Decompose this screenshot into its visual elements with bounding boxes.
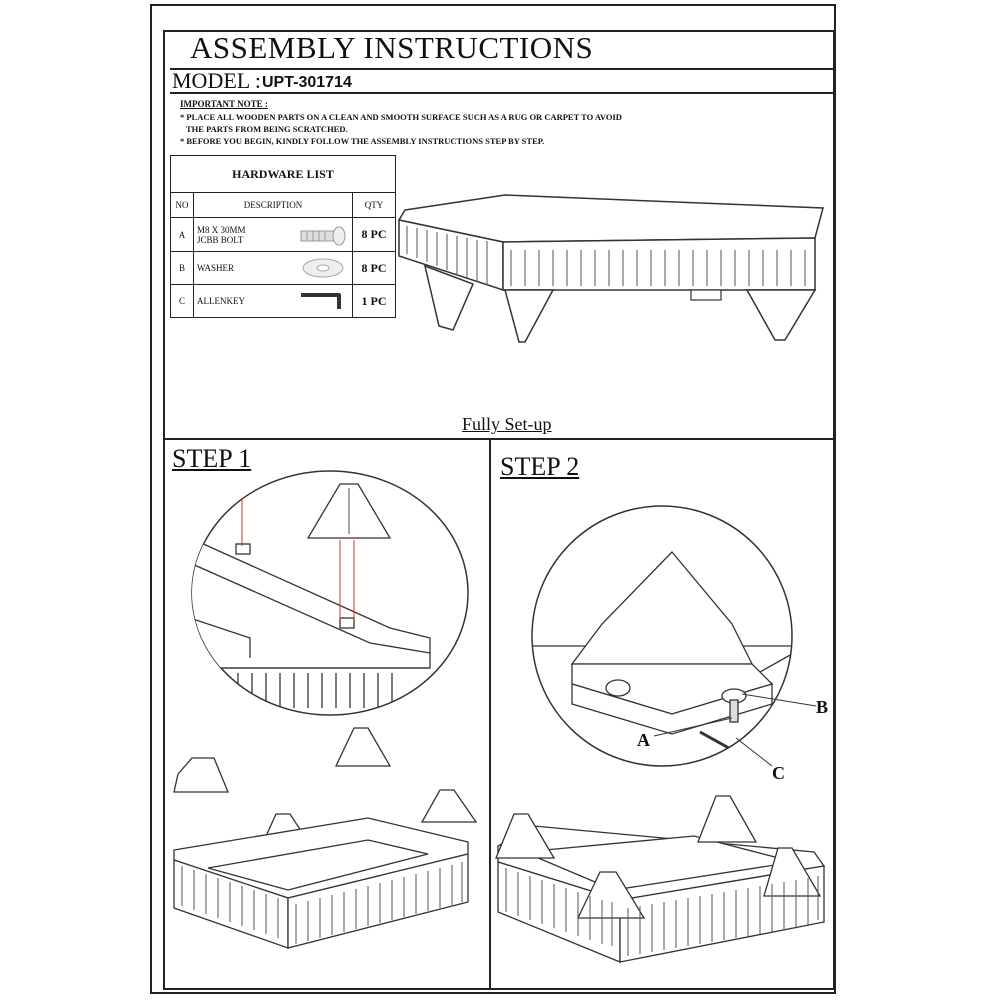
- table-row: B WASHER 8 PC: [170, 251, 396, 285]
- washer-icon: [302, 258, 344, 278]
- step-1-frame-illustration: [173, 727, 478, 949]
- row-no: B: [170, 251, 194, 285]
- assembled-table-illustration: [397, 194, 824, 343]
- row-qty: 8 PC: [352, 217, 396, 252]
- sheet-inner-border: [163, 30, 835, 990]
- fully-setup-caption: Fully Set-up: [462, 414, 552, 434]
- model-label: MODEL :: [172, 68, 262, 93]
- hardware-list-title: HARDWARE LIST: [170, 155, 396, 193]
- callout-leader-lines: [653, 693, 817, 767]
- callout-a: A: [637, 730, 650, 750]
- sheet-outer-border: [150, 4, 836, 994]
- row-no: C: [170, 284, 194, 318]
- note-line-1: * PLACE ALL WOODEN PARTS ON A CLEAN AND …: [180, 112, 622, 122]
- steps-divider-vertical: [489, 438, 491, 990]
- table-row: C ALLENKEY 1 PC: [170, 284, 396, 318]
- row-desc-line2: JCBB BOLT: [197, 234, 244, 245]
- col-qty: QTY: [352, 192, 396, 218]
- slat-pattern: [406, 226, 806, 286]
- hardware-list-table: HARDWARE LIST NO DESCRIPTION QTY A M8 X …: [170, 155, 396, 318]
- row-no: A: [170, 217, 194, 252]
- row-qty: 1 PC: [352, 284, 396, 318]
- callout-b: B: [816, 697, 829, 717]
- col-description: DESCRIPTION: [193, 192, 353, 218]
- bolt-icon: [300, 226, 346, 245]
- row-desc-line1: WASHER: [197, 263, 235, 273]
- model-number: UPT-301714: [262, 74, 352, 93]
- row-desc-line1: M8 X 30MM: [197, 224, 246, 235]
- note-line-3: * BEFORE YOU BEGIN, KINDLY FOLLOW THE AS…: [180, 136, 545, 146]
- step-1-label: STEP 1: [172, 444, 252, 473]
- steps-divider-horizontal: [165, 438, 833, 440]
- important-note-heading: IMPORTANT NOTE :: [180, 99, 268, 109]
- row-qty: 8 PC: [352, 251, 396, 285]
- step-2-frame-illustration: [495, 795, 826, 963]
- row-desc-line1: ALLENKEY: [197, 296, 245, 306]
- step-1-detail-circle: [191, 470, 469, 716]
- page-title: ASSEMBLY INSTRUCTIONS: [190, 30, 594, 65]
- allen-key-icon: [301, 293, 341, 309]
- callout-c: C: [772, 763, 785, 783]
- step-2-detail-circle: [531, 505, 793, 767]
- note-line-2: THE PARTS FROM BEING SCRATCHED.: [186, 124, 348, 134]
- col-no: NO: [170, 192, 194, 218]
- step-2-label: STEP 2: [500, 452, 580, 481]
- model-row: [170, 68, 834, 94]
- table-row: A M8 X 30MM JCBB BOLT 8 PC: [170, 217, 396, 252]
